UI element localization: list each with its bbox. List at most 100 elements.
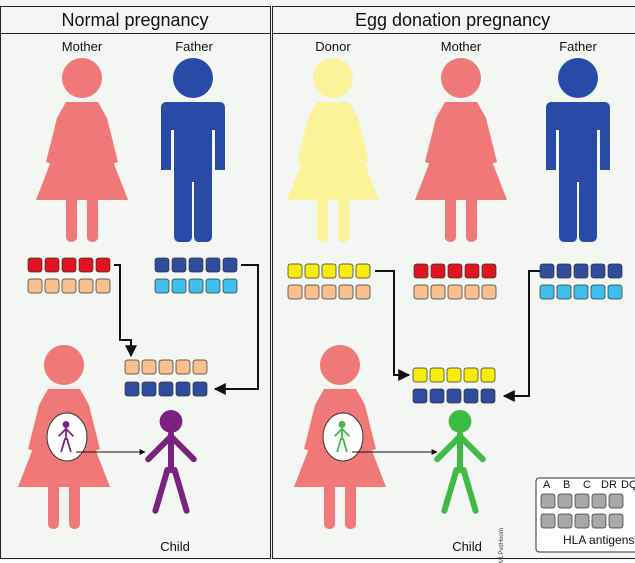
hla-antigen: [356, 264, 370, 278]
hla-antigen: [159, 382, 173, 396]
hla-antigen: [28, 258, 42, 272]
hla-antigen: [431, 285, 445, 299]
mother-egg-hla-row-1: [414, 264, 496, 278]
mother-figure-normal: [36, 58, 128, 242]
hla-antigen: [447, 368, 461, 382]
father-egg-hla-row-1: [540, 264, 622, 278]
hla-antigen: [223, 258, 237, 272]
hla-antigen: [431, 264, 445, 278]
hla-antigen: [288, 285, 302, 299]
hla-antigen: [482, 285, 496, 299]
hla-antigen: [430, 389, 444, 403]
hla-antigen: [142, 360, 156, 374]
child-hla-row-maternal: [125, 360, 207, 374]
hla-antigen: [28, 279, 42, 293]
hla-antigen: [574, 264, 588, 278]
father-figure-egg: [546, 58, 610, 242]
hla-antigen: [557, 285, 571, 299]
hla-antigen: [448, 264, 462, 278]
legend-locus-dq: DQ: [621, 479, 635, 491]
label-normal-child: Child: [145, 539, 205, 554]
child-egg-hla-row-maternal: [413, 368, 495, 382]
hla-antigen: [413, 389, 427, 403]
title-egg-donation-pregnancy: Egg donation pregnancy: [272, 7, 635, 33]
hla-antigen: [79, 279, 93, 293]
hla-antigen: [482, 264, 496, 278]
legend-locus-b: B: [563, 479, 570, 491]
arrow-father-to-child-egg: [504, 271, 540, 396]
label-egg-father: Father: [538, 39, 618, 54]
hla-antigen: [481, 368, 495, 382]
hla-antigen: [322, 285, 336, 299]
hla-antigen: [79, 258, 93, 272]
hla-antigen: [464, 389, 478, 403]
hla-antigen: [172, 279, 186, 293]
hla-antigen: [592, 514, 606, 528]
hla-antigen: [155, 279, 169, 293]
hla-antigen: [288, 264, 302, 278]
child-egg-hla-row-paternal: [413, 389, 495, 403]
hla-antigen: [176, 360, 190, 374]
hla-antigen: [414, 285, 428, 299]
legend-locus-c: C: [583, 479, 591, 491]
hla-antigen: [339, 264, 353, 278]
hla-antigen: [305, 285, 319, 299]
donor-hla-row-1: [288, 264, 370, 278]
donor-figure: [287, 58, 379, 242]
hla-antigen: [193, 382, 207, 396]
hla-antigen: [45, 279, 59, 293]
hla-antigen: [541, 514, 555, 528]
hla-antigen: [189, 258, 203, 272]
legend-hla-row-1: [541, 494, 623, 508]
hla-antigen: [413, 368, 427, 382]
child-figure-normal: [148, 410, 194, 511]
legend-locus-a: A: [543, 479, 550, 491]
hla-antigen: [592, 494, 606, 508]
hla-antigen: [464, 368, 478, 382]
womb-normal: [47, 413, 87, 461]
hla-antigen: [45, 258, 59, 272]
hla-antigen: [465, 264, 479, 278]
father-hla-row-2: [155, 279, 237, 293]
hla-antigen: [62, 258, 76, 272]
hla-antigen: [558, 514, 572, 528]
hla-antigen: [96, 258, 110, 272]
hla-antigen: [609, 494, 623, 508]
hla-antigen: [193, 360, 207, 374]
hla-antigen: [172, 258, 186, 272]
hla-antigen: [481, 389, 495, 403]
mother-hla-row-2: [28, 279, 110, 293]
legend-locus-dr: DR: [601, 479, 617, 491]
hla-antigen: [322, 264, 336, 278]
mother-egg-hla-row-2: [414, 285, 496, 299]
child-figure-egg: [437, 410, 483, 511]
hla-antigen: [125, 382, 139, 396]
hla-antigen: [575, 494, 589, 508]
legend-hla-row-2: [541, 514, 623, 528]
child-hla-row-paternal: [125, 382, 207, 396]
hla-antigen: [155, 258, 169, 272]
hla-antigen: [176, 382, 190, 396]
label-egg-child: Child: [437, 539, 497, 554]
hla-antigen: [575, 514, 589, 528]
mother-figure-egg: [415, 58, 507, 242]
hla-antigen: [574, 285, 588, 299]
hla-antigen: [305, 264, 319, 278]
arrow-donor-to-child: [375, 271, 409, 375]
label-normal-father: Father: [154, 39, 234, 54]
label-donor: Donor: [293, 39, 373, 54]
mother-hla-row-1: [28, 258, 110, 272]
legend-caption: HLA antigens: [563, 533, 634, 547]
arrow-mother-to-child-normal: [114, 265, 131, 356]
hla-antigen: [142, 382, 156, 396]
hla-antigen: [591, 264, 605, 278]
hla-antigen: [223, 279, 237, 293]
hla-antigen: [465, 285, 479, 299]
hla-antigen: [189, 279, 203, 293]
hla-antigen: [125, 360, 139, 374]
hla-antigen: [608, 264, 622, 278]
hla-antigen: [159, 360, 173, 374]
hla-antigen: [430, 368, 444, 382]
hla-antigen: [557, 264, 571, 278]
